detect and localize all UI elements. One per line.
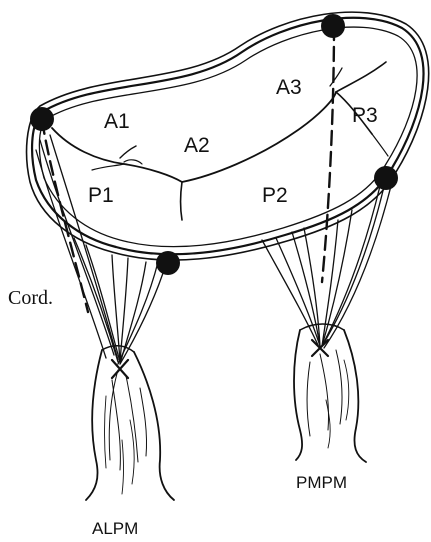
label-a1: A1	[104, 110, 130, 133]
marker-dot-anterior-annulus	[321, 14, 345, 38]
label-a2: A2	[184, 134, 210, 157]
label-p1: P1	[88, 184, 114, 207]
papillary-muscle-alpm	[86, 346, 174, 500]
marker-dot-anterolateral-commissure	[30, 107, 54, 131]
label-pmpm: PMPM	[296, 473, 347, 492]
label-p2: P2	[262, 184, 288, 207]
label-p3: P3	[352, 104, 378, 127]
marker-dot-posterior-annulus	[156, 251, 180, 275]
marker-dot-posteromedial-commissure	[374, 166, 398, 190]
mitral-annulus	[27, 12, 429, 260]
label-a3: A3	[276, 76, 302, 99]
label-alpm: ALPM	[92, 519, 138, 538]
papillary-muscle-pmpm	[294, 324, 366, 462]
label-cord: Cord.	[8, 287, 53, 309]
